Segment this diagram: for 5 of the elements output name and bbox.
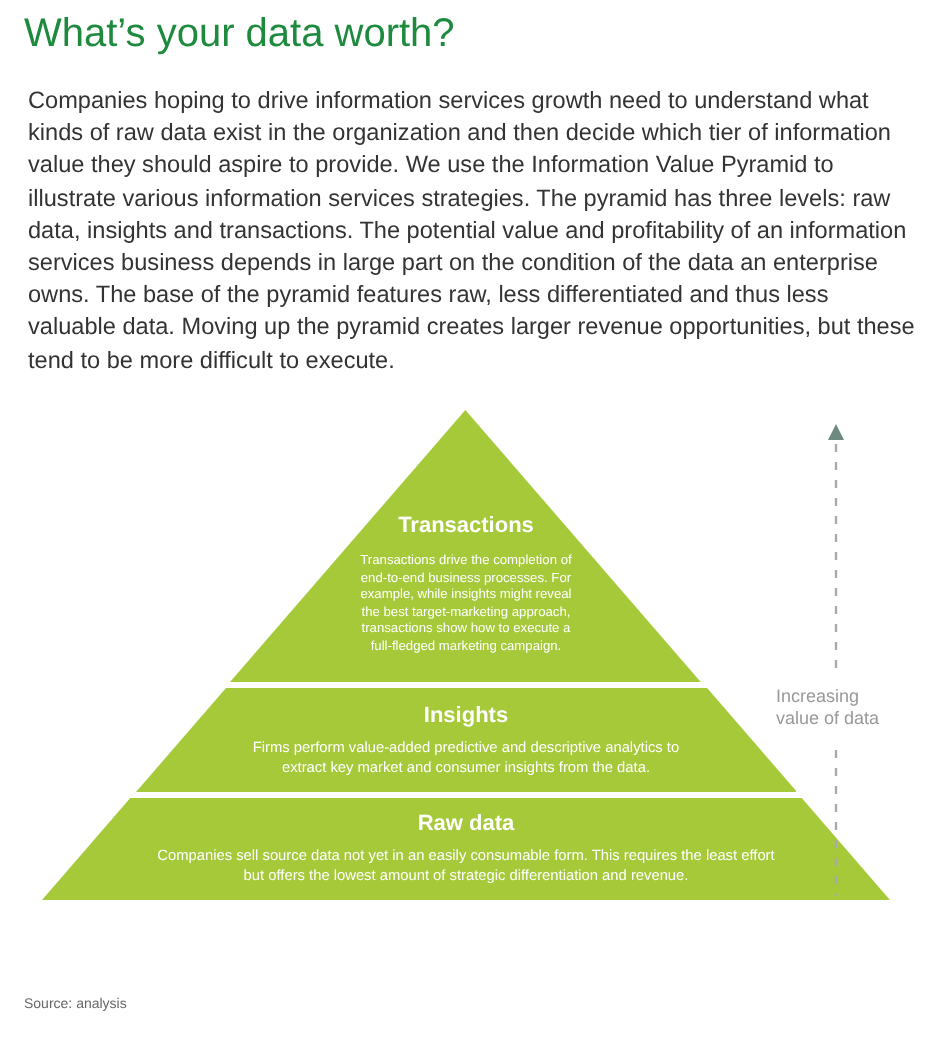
tier-heading: Transactions xyxy=(396,514,536,538)
intro-paragraph: Companies hoping to drive information services growth need to understand what kinds of raw data exist in the organization and then decide which tier of information value they should aspire to provide. We use the Information Value Pyramid to illustrate various information services strategies. The pyramid has three levels: raw data, insights and transactions. The potential value and profitability of an information services business depends in large part on the condition of the data an enterprise owns. The base of the pyramid features raw, less differentiated and thus less valuable data. Moving up the pyramid creates larger revenue opportunities, but these tend to be more difficult to execute. xyxy=(28,84,917,376)
tier-heading: Raw data xyxy=(415,812,517,836)
page-title: What’s your data worth? xyxy=(24,12,455,58)
axis-label: Increasing value of data xyxy=(776,686,882,730)
